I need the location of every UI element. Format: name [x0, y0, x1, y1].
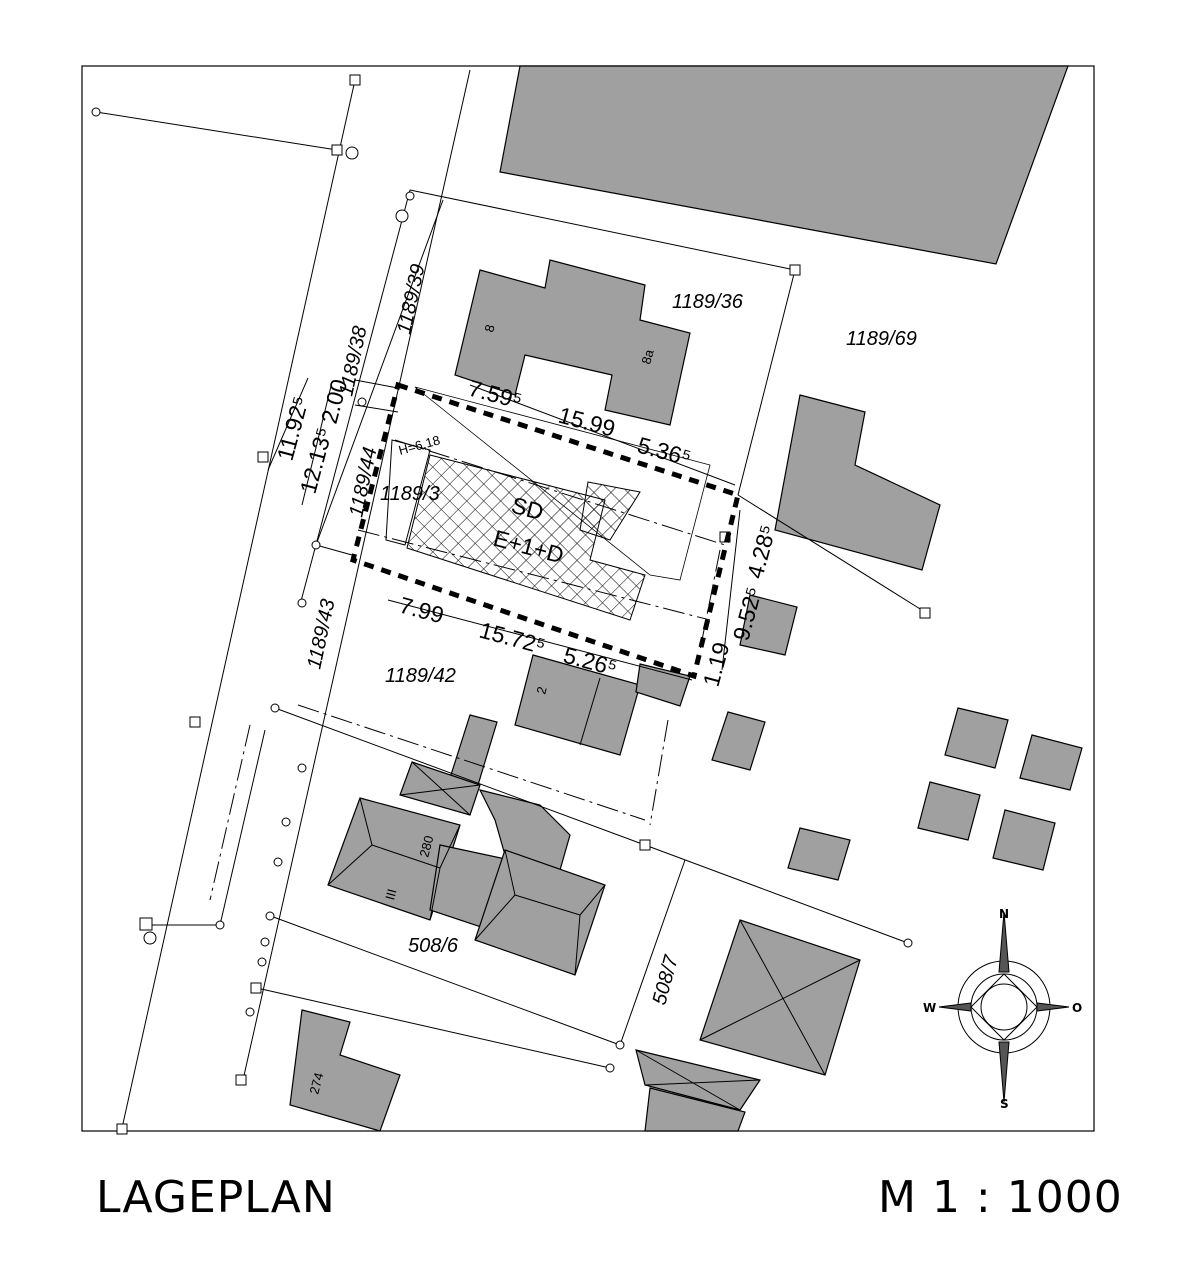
- compass-rose: N S W O: [923, 907, 1082, 1111]
- svg-text:2: 2: [533, 685, 549, 696]
- building-small: [644, 1087, 746, 1132]
- boundary-lines: [95, 69, 926, 1129]
- building-l-shaped: [774, 394, 941, 571]
- building-2: [514, 654, 641, 756]
- compass-south: S: [1000, 1097, 1009, 1111]
- compass-east: O: [1072, 1001, 1082, 1015]
- svg-text:274: 274: [306, 1071, 326, 1096]
- building-small: [635, 663, 691, 707]
- building-small: [917, 781, 981, 841]
- plan-title: LAGEPLAN: [96, 1172, 336, 1223]
- planned-building: [350, 381, 741, 680]
- svg-text:8: 8: [481, 323, 497, 334]
- house-numbers: 8 8a 2 280 III 274: [306, 323, 656, 1096]
- building-small: [1019, 734, 1083, 791]
- building-small: [711, 711, 766, 771]
- plot-boundary: [350, 381, 741, 680]
- building-small: [944, 707, 1009, 769]
- dimension-labels: 11.92⁵ 12.13⁵ 2.00 7.59⁵ 15.99 5.36⁵ 4.2…: [272, 375, 781, 690]
- building-small: [787, 827, 851, 881]
- plan-scale: M 1 : 1000: [878, 1172, 1123, 1223]
- svg-text:8a: 8a: [638, 347, 656, 366]
- building-large-north: [499, 65, 1069, 265]
- parcel-1189-69: 1189/69: [846, 328, 917, 350]
- survey-markers: [91, 74, 931, 1135]
- parcel-508-6: 508/6: [408, 935, 459, 957]
- building-274: [289, 1009, 401, 1132]
- building-8: [454, 259, 691, 426]
- dimension-lines: [267, 377, 741, 681]
- compass-north: N: [999, 907, 1009, 921]
- svg-text:III: III: [382, 887, 399, 901]
- compass-west: W: [923, 1001, 936, 1015]
- building-small: [739, 594, 798, 656]
- parcel-1189-3: 1189/3: [380, 483, 440, 505]
- parcel-1189-42: 1189/42: [385, 665, 456, 687]
- svg-text:280: 280: [416, 834, 436, 859]
- building-small: [992, 809, 1056, 871]
- parcel-1189-36: 1189/36: [672, 291, 744, 313]
- existing-buildings: [289, 65, 1083, 1132]
